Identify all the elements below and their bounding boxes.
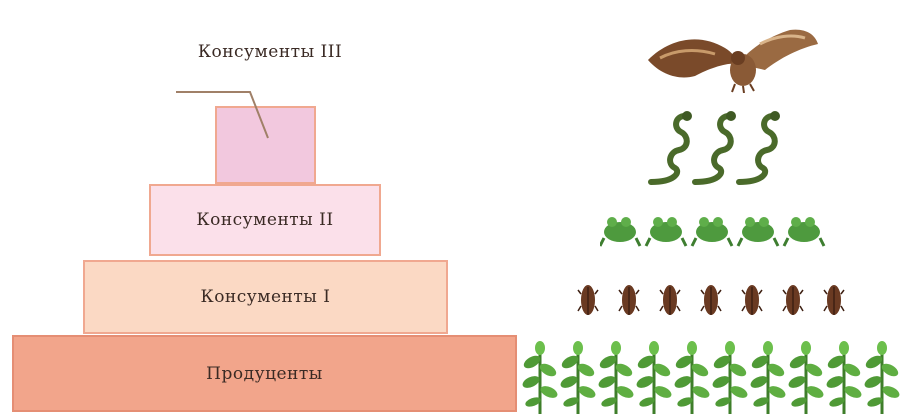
plant-row (520, 340, 909, 414)
snake-icon (695, 111, 736, 182)
plant-icon (673, 341, 712, 414)
frog-icon (784, 217, 824, 246)
frog-icon (738, 217, 778, 246)
plant-icon (521, 341, 560, 414)
plant-icon (635, 341, 674, 414)
snake-icon (651, 111, 692, 182)
beetle-icon (660, 285, 680, 315)
frog-icon (692, 217, 732, 246)
beetle-icon (701, 285, 721, 315)
owl-icon (640, 18, 830, 93)
snake-icon (739, 111, 780, 182)
plant-icon (749, 341, 788, 414)
plant-icon (863, 341, 902, 414)
beetle-icon (824, 285, 844, 315)
beetle-row (572, 278, 852, 320)
frog-icon (646, 217, 686, 246)
beetle-icon (742, 285, 762, 315)
plant-icon (711, 341, 750, 414)
beetle-icon (578, 285, 598, 315)
plant-icon (597, 341, 636, 414)
plant-icon (559, 341, 598, 414)
beetle-icon (783, 285, 803, 315)
frog-row (600, 210, 840, 250)
plant-icon (787, 341, 826, 414)
plant-icon (825, 341, 864, 414)
beetle-icon (619, 285, 639, 315)
snake-row (645, 108, 815, 188)
frog-icon (600, 217, 640, 246)
